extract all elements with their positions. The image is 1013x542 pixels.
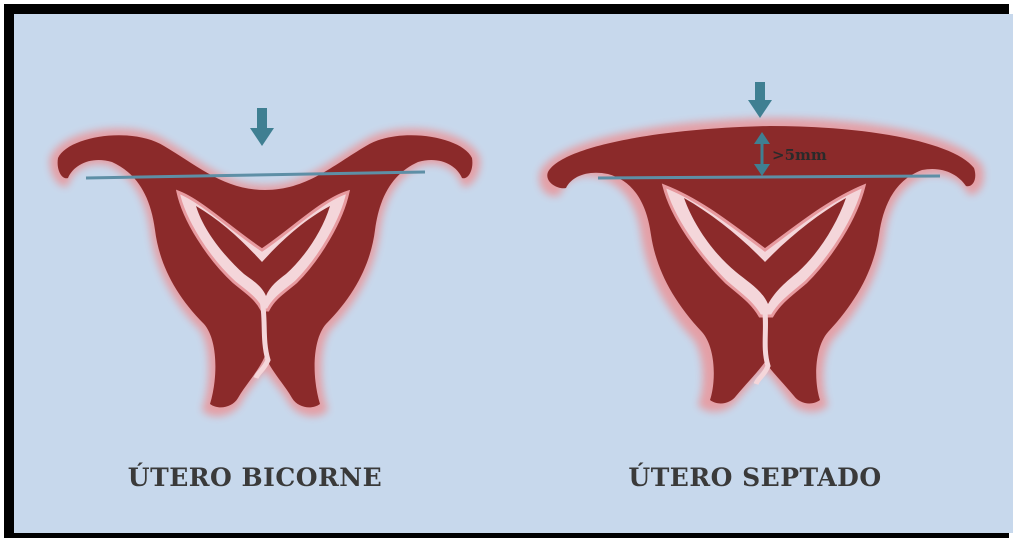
bicornuate-caption: ÚTERO BICORNE	[120, 463, 390, 492]
bicornuate-uterus	[50, 108, 480, 416]
down-arrow-icon	[250, 108, 274, 146]
septum-depth-label: >5mm	[772, 146, 827, 164]
septate-caption: ÚTERO SEPTADO	[620, 463, 890, 492]
down-arrow-icon	[748, 82, 772, 118]
septate-uterus: >5mm	[539, 82, 984, 412]
septate-fundal-line	[598, 176, 940, 178]
